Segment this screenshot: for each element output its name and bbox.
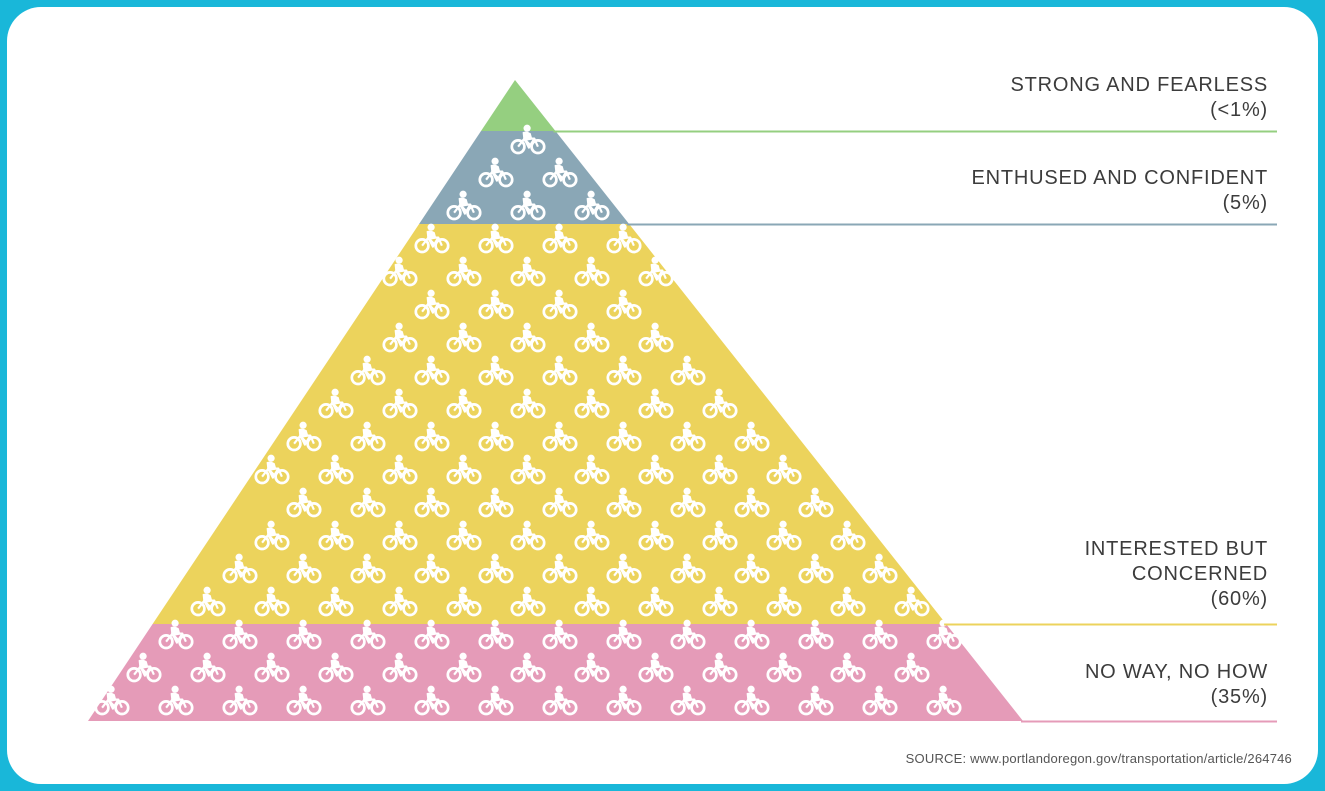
- tier-percent-strong: (<1%): [1210, 99, 1268, 121]
- tier-percent-noway: (35%): [1210, 686, 1268, 708]
- tier-label-enthused: ENTHUSED AND CONFIDENT (5%): [971, 166, 1268, 216]
- tier-title-strong: STRONG AND FEARLESS: [1010, 74, 1268, 96]
- tier-percent-interested: (60%): [1210, 588, 1268, 610]
- cyclist-pyramid: [88, 80, 1277, 723]
- tier-label-interested: INTERESTED BUT CONCERNED (60%): [1085, 537, 1268, 612]
- tier-title-interested-line2: CONCERNED: [1131, 563, 1268, 585]
- diagram-frame: STRONG AND FEARLESS (<1%) ENTHUSED AND C…: [7, 7, 1318, 784]
- tier-title-noway: NO WAY, NO HOW: [1084, 661, 1268, 683]
- tier-title-enthused: ENTHUSED AND CONFIDENT: [971, 167, 1268, 189]
- tier-band-enthused: [419, 131, 630, 224]
- tier-label-strong: STRONG AND FEARLESS (<1%): [1011, 73, 1268, 123]
- tier-band-strong: [481, 80, 556, 131]
- tier-band-interested: [152, 224, 947, 624]
- tier-band-noway: [88, 624, 1023, 721]
- tier-percent-enthused: (5%): [1222, 192, 1268, 214]
- source-citation: SOURCE: www.portlandoregon.gov/transport…: [905, 751, 1292, 766]
- tier-label-noway: NO WAY, NO HOW (35%): [1085, 660, 1268, 710]
- tier-title-interested-line1: INTERESTED BUT: [1084, 538, 1268, 560]
